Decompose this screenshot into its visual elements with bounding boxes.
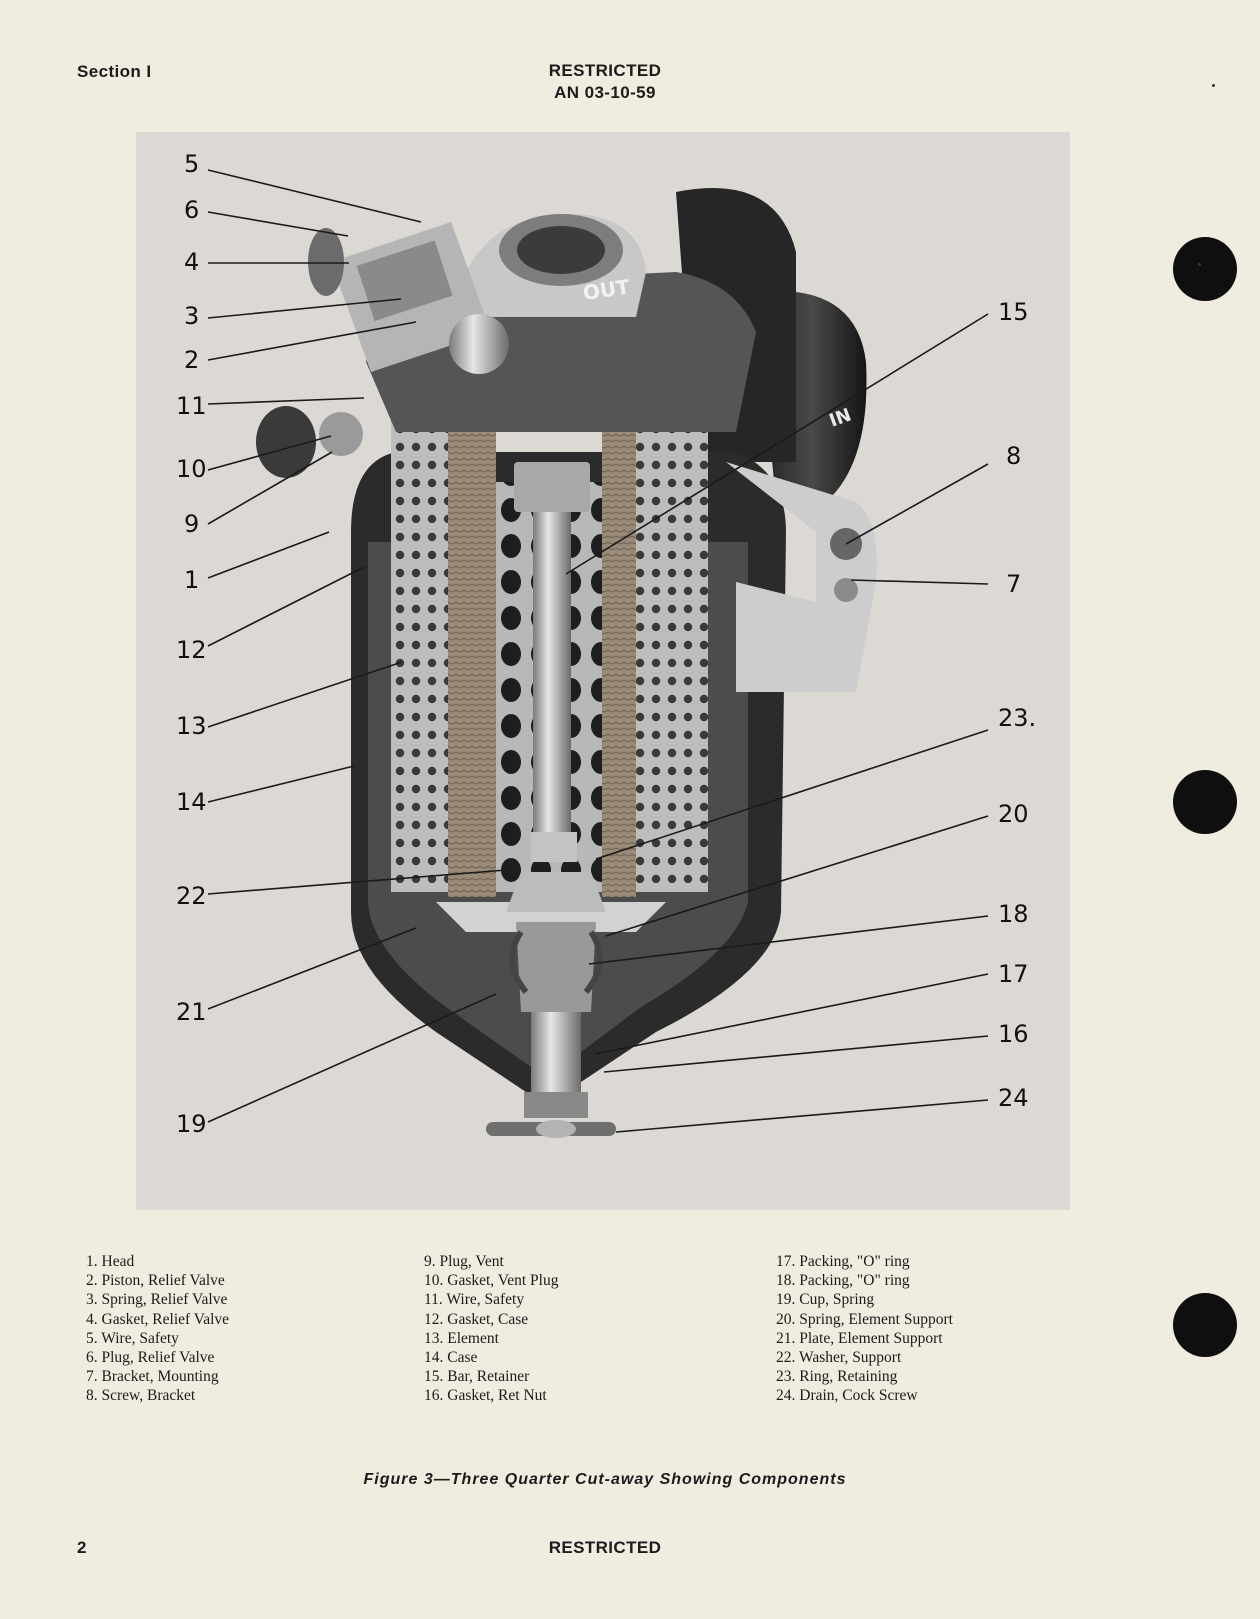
callout-3: 3 (184, 302, 200, 330)
parts-legend-column-2: 9. Plug, Vent 10. Gasket, Vent Plug 11. … (424, 1252, 558, 1406)
callout-14: 14 (176, 788, 207, 816)
legend-item: 6. Plug, Relief Valve (86, 1349, 215, 1367)
callout-1: 1 (184, 566, 200, 594)
callout-20: 20 (998, 800, 1029, 828)
legend-item: 20. Spring, Element Support (776, 1310, 953, 1328)
callout-5: 5 (184, 150, 200, 178)
legend-item: 18. Packing, "O" ring (776, 1272, 910, 1290)
callout-17: 17 (998, 960, 1029, 988)
legend-item: 4. Gasket, Relief Valve (86, 1310, 230, 1328)
element-outer-screen-right (622, 422, 708, 892)
vent-plug (319, 412, 363, 456)
legend-item: 7. Bracket, Mounting (86, 1368, 219, 1386)
callout-15: 15 (998, 298, 1029, 326)
legend-item: 16. Gasket, Ret Nut (424, 1387, 547, 1405)
drain-cock-screw (536, 1120, 576, 1138)
callout-22: 22 (176, 882, 207, 910)
page-speck (1212, 84, 1215, 87)
outlet-threads (517, 226, 605, 274)
support-washer (506, 872, 606, 912)
callout-13: 13 (176, 712, 207, 740)
legend-item: 15. Bar, Retainer (424, 1368, 530, 1386)
leader-lines (207, 169, 989, 1133)
legend-item: 17. Packing, "O" ring (776, 1253, 910, 1270)
callout-19: 19 (176, 1110, 207, 1138)
binder-hole-bottom (1173, 1293, 1237, 1357)
figure-caption: Figure 3—Three Quarter Cut-away Showing … (363, 1471, 847, 1488)
spring-cup (516, 922, 596, 1012)
element-outer-screen-left (391, 422, 449, 892)
legend-item: 19. Cup, Spring (776, 1291, 875, 1309)
retainer-bar-top-fitting (514, 462, 590, 512)
legend-item: 11. Wire, Safety (424, 1291, 525, 1309)
callout-7: 7 (1006, 570, 1022, 598)
element-media-left (448, 417, 496, 897)
filter-cutaway-illustration: OUT IN (207, 169, 989, 1138)
callout-2: 2 (184, 346, 200, 374)
cutaway-figure: OUT IN (136, 132, 1070, 1210)
legend-item: 8. Screw, Bracket (86, 1387, 196, 1405)
parts-legend-column-3: 17. Packing, "O" ring 18. Packing, "O" r… (776, 1252, 953, 1406)
callout-10: 10 (176, 455, 207, 483)
binder-hole-top (1173, 237, 1237, 301)
legend-item: 14. Case (424, 1349, 478, 1367)
callout-11: 11 (176, 392, 207, 420)
callout-9: 9 (184, 510, 200, 538)
relief-valve-plug (308, 228, 344, 296)
legend-item: 24. Drain, Cock Screw (776, 1387, 918, 1405)
page-speck (1198, 263, 1201, 266)
mounting-bracket (726, 462, 877, 692)
element-media-right (602, 417, 636, 897)
legend-item: 1. Head (86, 1253, 135, 1270)
legend-item: 5. Wire, Safety (86, 1329, 179, 1347)
legend-item: 3. Spring, Relief Valve (86, 1291, 228, 1309)
callout-23: 23. (998, 704, 1037, 732)
legend-item: 2. Piston, Relief Valve (86, 1272, 225, 1290)
callout-21: 21 (176, 998, 207, 1026)
drain-stem (531, 1012, 581, 1102)
legend-item: 23. Ring, Retaining (776, 1368, 898, 1386)
legend-item: 21. Plate, Element Support (776, 1329, 943, 1347)
relief-valve-piston (449, 314, 509, 374)
vent-plug-boss (256, 406, 316, 478)
callout-18: 18 (998, 900, 1029, 928)
callout-8: 8 (1006, 442, 1022, 470)
callout-6: 6 (184, 196, 200, 224)
legend-item: 10. Gasket, Vent Plug (424, 1272, 559, 1290)
parts-legend-column-1: 1. Head 2. Piston, Relief Valve 3. Sprin… (86, 1252, 229, 1406)
callout-24: 24 (998, 1084, 1029, 1112)
page-number: 2 (77, 1538, 87, 1557)
callout-4: 4 (184, 248, 200, 276)
retainer-bar (533, 492, 571, 832)
legend-item: 12. Gasket, Case (424, 1310, 529, 1328)
retaining-ring (531, 832, 577, 862)
binder-hole-middle (1173, 770, 1237, 834)
drain-nut (524, 1092, 588, 1118)
legend-item: 22. Washer, Support (776, 1349, 902, 1367)
callout-16: 16 (998, 1020, 1029, 1048)
classification-header: RESTRICTED (548, 61, 662, 80)
legend-item: 13. Element (424, 1329, 499, 1347)
bracket-hole (834, 578, 858, 602)
element-support-plate (436, 902, 666, 932)
callout-12: 12 (176, 636, 207, 664)
section-label: Section I (77, 62, 152, 81)
legend-item: 9. Plug, Vent (424, 1253, 504, 1270)
document-number: AN 03-10-59 (554, 83, 656, 102)
classification-footer: RESTRICTED (548, 1538, 662, 1557)
